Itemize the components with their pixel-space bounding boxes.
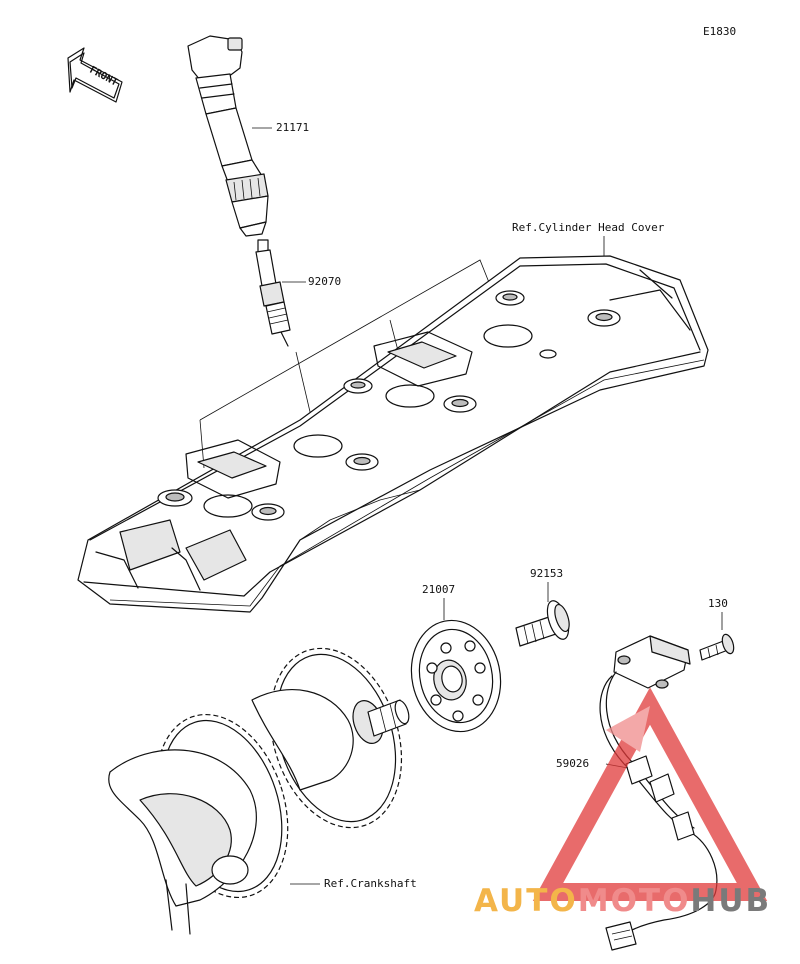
part-label-ignition-coil[interactable]: 21171 [276,121,310,134]
timing-rotor-drawing [410,619,502,733]
ignition-coil-drawing [187,35,269,237]
part-label-crankshaft-sensor[interactable]: 59026 [556,757,590,770]
watermark-text: AUTOMOTOHUB [474,884,771,918]
crankshaft-drawing [108,647,410,935]
watermark-logo-icon [532,687,768,901]
sensor-bolt-drawing [699,633,735,661]
cylinder-head-cover-drawing [77,255,709,613]
part-label-spark-plug[interactable]: 92070 [308,275,342,288]
part-label-rotor-bolt[interactable]: 92153 [530,567,564,580]
watermark-part-1: AUTO [474,883,578,919]
front-arrow-icon: FRONT [67,47,123,103]
ref-label-cylinder-head-cover: Ref.Cylinder Head Cover [512,221,665,234]
diagram-code: E1830 [703,25,737,38]
watermark-part-3: HUB [690,883,772,919]
watermark-part-2: MOTO [577,883,691,919]
part-label-sensor-bolt[interactable]: 130 [708,597,728,610]
crankshaft-sensor-drawing [599,635,718,951]
spark-plug-drawing [255,239,291,347]
ref-label-crankshaft: Ref.Crankshaft [324,877,417,890]
part-label-timing-rotor[interactable]: 21007 [422,583,456,596]
rotor-bolt-drawing [515,600,570,647]
